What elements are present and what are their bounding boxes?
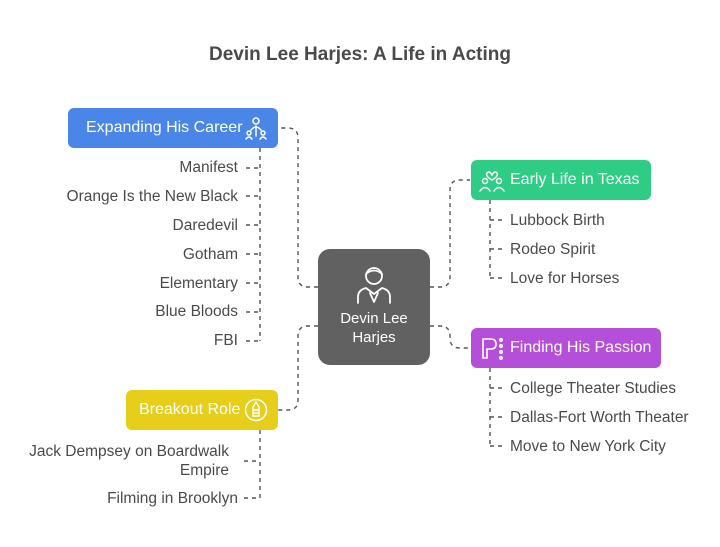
actor-person-icon [357, 267, 391, 304]
branch-label: Finding His Passion [510, 339, 652, 356]
career-item-gotham: Gotham [182, 246, 238, 263]
passion-item-move-to-new-york-city: Move to New York City [510, 438, 666, 455]
central-node: Devin Lee Harjes [318, 249, 430, 365]
diagram-title: Devin Lee Harjes: A Life in Acting [209, 44, 511, 65]
career-item-manifest: Manifest [179, 159, 238, 176]
breakout-item-filming-in-brooklyn: Filming in Brooklyn [107, 490, 238, 507]
branch-finding-his-passion: Finding His Passion [471, 328, 661, 368]
career-item-orange-is-the-new-black: Orange Is the New Black [66, 188, 238, 205]
family-heart-icon [479, 171, 505, 192]
branch-expanding-his-career: Expanding His Career [68, 108, 278, 148]
career-item-daredevil: Daredevil [172, 217, 238, 234]
connector-career [278, 127, 318, 288]
career-item-fbi: FBI [213, 332, 238, 349]
central-label-line2: Harjes [352, 329, 396, 346]
connector-early [430, 179, 470, 288]
theater-p-icon [482, 337, 504, 360]
branch-label: Breakout Role [139, 401, 241, 418]
career-item-elementary: Elementary [159, 275, 238, 292]
connector-breakout [278, 325, 318, 411]
connector-passion [430, 325, 470, 349]
breakout-item-jack-dempsey: Jack Dempsey on Boardwalk Empire [29, 443, 229, 479]
early-item-rodeo-spirit: Rodeo Spirit [510, 241, 596, 258]
early-item-love-for-horses: Love for Horses [510, 270, 620, 287]
branch-early-life-in-texas: Early Life in Texas [471, 160, 651, 200]
award-badge-icon [244, 398, 268, 422]
branch-label: Expanding His Career [86, 119, 243, 136]
early-item-lubbock-birth: Lubbock Birth [510, 212, 605, 229]
passion-item-dallas-fort-worth-theater: Dallas-Fort Worth Theater [510, 409, 689, 426]
career-item-blue-bloods: Blue Bloods [155, 303, 238, 320]
passion-item-college-theater-studies: College Theater Studies [510, 380, 677, 397]
branch-breakout-role: Breakout Role [126, 390, 278, 430]
branch-label: Early Life in Texas [510, 171, 640, 188]
central-label-line1: Devin Lee [340, 310, 408, 327]
people-network-icon [245, 117, 267, 140]
